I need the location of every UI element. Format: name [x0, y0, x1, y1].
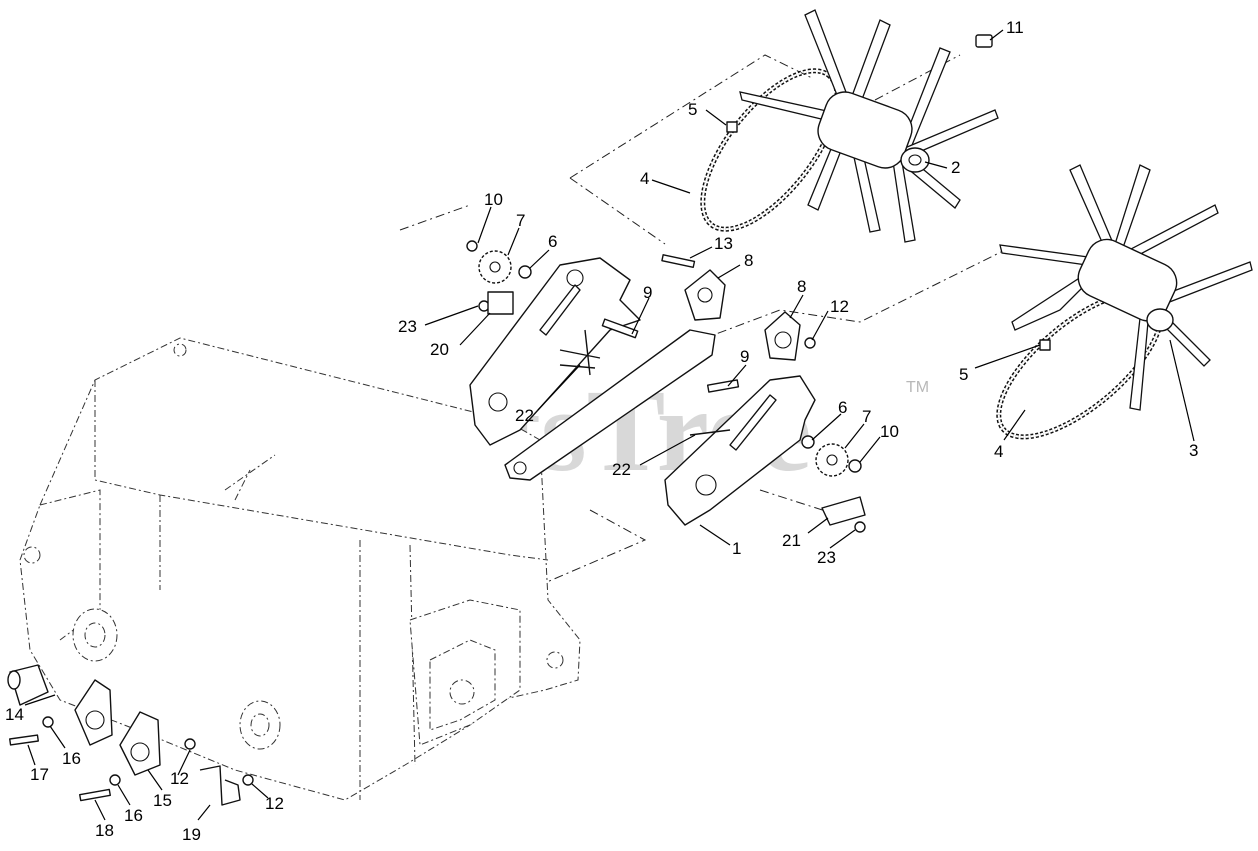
side-plate-upper [469, 257, 641, 446]
bracket-21 [821, 496, 866, 526]
callout-labels: 11 5 2 4 10 7 6 13 8 9 23 20 8 12 9 22 6… [5, 18, 1198, 844]
bolt-17 [9, 734, 39, 746]
flange-bearing-left [74, 679, 113, 746]
pin-22-lower [689, 429, 731, 436]
nut-10-lower [848, 459, 862, 473]
callout-5: 5 [688, 100, 697, 119]
callout-6: 6 [838, 398, 847, 417]
callout-3: 3 [1189, 441, 1198, 460]
nut-12-upper [804, 337, 816, 349]
housing-bearings [72, 608, 281, 750]
callout-17: 17 [30, 765, 49, 784]
washer-6-lower [801, 435, 815, 449]
idler-arm-teeth [539, 284, 777, 451]
nut-10-upper [466, 240, 478, 252]
bracket-20 [487, 291, 514, 315]
callout-9: 9 [643, 283, 652, 302]
callout-9: 9 [740, 347, 749, 366]
callout-16: 16 [124, 806, 143, 825]
callout-8: 8 [797, 277, 806, 296]
callout-7: 7 [516, 211, 525, 230]
callout-6: 6 [548, 232, 557, 251]
key-5-upper [726, 121, 738, 133]
callout-10: 10 [880, 422, 899, 441]
callout-12: 12 [830, 297, 849, 316]
callout-19: 19 [182, 825, 201, 844]
callout-12: 12 [265, 794, 284, 813]
leader-lines [24, 29, 1195, 821]
callout-1: 1 [732, 539, 741, 558]
flange-bearing-middle [764, 311, 801, 361]
sprocket-upper [478, 250, 512, 284]
callout-8: 8 [744, 251, 753, 270]
nut-12-lower-a [184, 738, 196, 750]
bolt-9-upper [601, 318, 639, 339]
nut-23-lower [854, 521, 866, 533]
washer-16-lower [109, 774, 121, 786]
bolt-11 [975, 34, 993, 48]
callout-13: 13 [714, 234, 733, 253]
watermark-trademark: TM [906, 379, 929, 396]
bolt-13 [661, 254, 696, 268]
bolt-18 [79, 788, 111, 802]
callout-5: 5 [959, 365, 968, 384]
callout-15: 15 [153, 791, 172, 810]
callout-22: 22 [515, 406, 534, 425]
callout-10: 10 [484, 190, 503, 209]
link-bar [504, 329, 716, 481]
callout-20: 20 [430, 340, 449, 359]
pins-22-upper [559, 329, 601, 376]
sprocket-lower [815, 443, 849, 477]
bracket-19 [199, 765, 241, 806]
washer-16-upper [42, 716, 54, 728]
rotor-assembly-left [700, 9, 999, 243]
callout-2: 2 [951, 158, 960, 177]
callout-22: 22 [612, 460, 631, 479]
nut-12-lower-b [242, 774, 254, 786]
callout-18: 18 [95, 821, 114, 840]
callout-4: 4 [640, 169, 649, 188]
flange-bearing-right [119, 711, 161, 776]
rotor-assembly-right [996, 164, 1253, 440]
callout-16: 16 [62, 749, 81, 768]
key-5-lower [1039, 339, 1051, 351]
hardware [7, 34, 1051, 806]
aerator-housing [19, 337, 581, 801]
callout-7: 7 [862, 407, 871, 426]
callout-11: 11 [1006, 18, 1024, 37]
callout-23: 23 [398, 317, 417, 336]
callout-12: 12 [170, 769, 189, 788]
washer-6-upper [518, 265, 532, 279]
callout-21: 21 [782, 531, 801, 550]
callout-14: 14 [5, 705, 24, 724]
flange-bearing-upper [684, 269, 726, 321]
side-plate-lower [664, 375, 816, 526]
callout-23: 23 [817, 548, 836, 567]
callout-4: 4 [994, 442, 1003, 461]
